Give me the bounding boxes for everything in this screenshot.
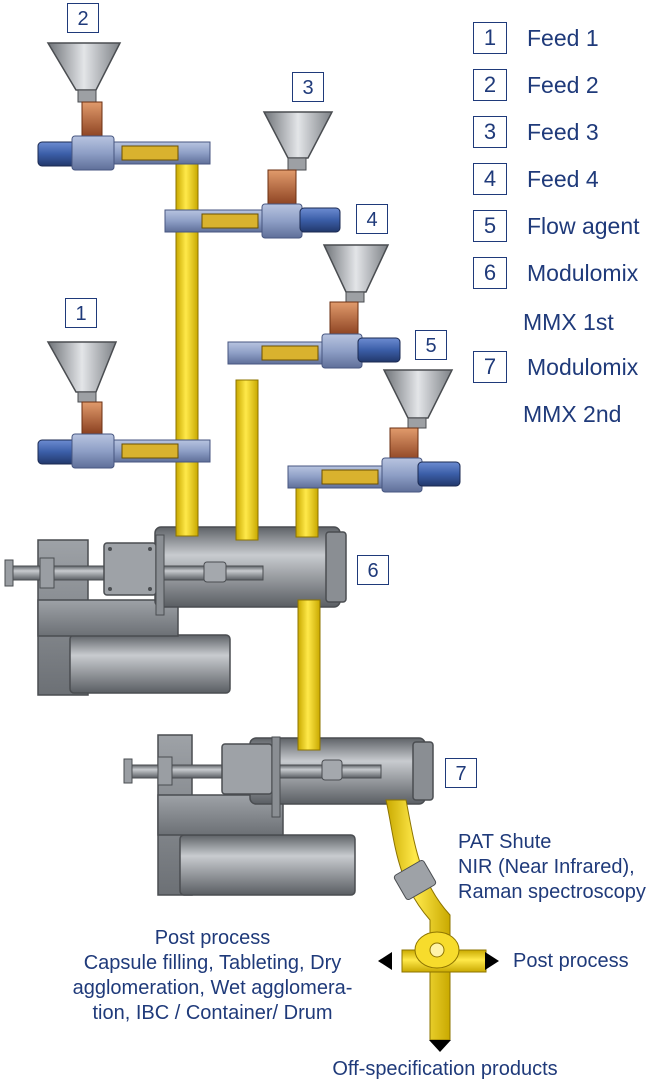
legend-num: 3 <box>473 116 507 148</box>
legend-num: 4 <box>473 163 507 195</box>
callout-4: 4 <box>356 204 388 234</box>
callout-1: 1 <box>65 298 97 328</box>
legend-num: 2 <box>473 69 507 101</box>
legend-item-1: 1 Feed 1 <box>473 21 599 55</box>
feeder-2 <box>37 42 211 171</box>
post-left-line-1: Post process <box>154 927 271 949</box>
feeder-1 <box>37 341 211 469</box>
legend-item-4: 4 Feed 4 <box>473 162 599 196</box>
modulomix-mmx-2nd <box>123 734 434 896</box>
legend-num: 6 <box>473 257 507 289</box>
legend-label: Modulomix <box>527 353 639 380</box>
legend-item-3: 3 Feed 3 <box>473 115 599 149</box>
feeder-5-flow-agent <box>287 369 461 493</box>
arrow-right <box>485 952 499 970</box>
legend-item-5: 5 Flow agent <box>473 209 640 243</box>
pat-line-2: NIR (Near Infrared), <box>458 856 635 878</box>
legend-item-2: 2 Feed 2 <box>473 68 599 102</box>
arrow-left <box>378 952 392 970</box>
feeder-4 <box>227 244 401 369</box>
callout-6: 6 <box>357 555 389 585</box>
pat-line-1: PAT Shute <box>458 831 552 853</box>
legend-label: Feed 1 <box>527 24 599 51</box>
modulomix-mmx-1st <box>4 526 347 696</box>
legend-label: Feed 3 <box>527 118 599 145</box>
legend-num: 7 <box>473 351 507 383</box>
post-process-left-label: Post process Capsule filling, Tableting,… <box>50 926 375 1026</box>
arrow-down <box>429 1040 451 1052</box>
post-left-line-3: agglomeration, Wet agglomera- <box>72 977 353 999</box>
pat-line-3: Raman spectroscopy <box>458 881 646 903</box>
pat-shute-label: PAT Shute NIR (Near Infrared), Raman spe… <box>458 830 646 905</box>
legend-num: 5 <box>473 210 507 242</box>
callout-3: 3 <box>292 72 324 102</box>
legend-sub-7: MMX 2nd <box>523 401 622 427</box>
legend-num: 1 <box>473 22 507 54</box>
legend-label: Flow agent <box>527 212 640 239</box>
post-process-right-label: Post process <box>513 950 629 972</box>
post-left-line-2: Capsule filling, Tableting, Dry <box>83 952 342 974</box>
callout-7: 7 <box>445 758 477 788</box>
off-spec-label: Off-specification products <box>332 1058 558 1080</box>
callout-5: 5 <box>415 330 447 360</box>
legend-sub-6: MMX 1st <box>523 309 614 335</box>
legend-item-7: 7 Modulomix <box>473 350 638 384</box>
legend-label: Feed 4 <box>527 165 599 192</box>
legend-label: Modulomix <box>527 259 639 286</box>
legend-label: Feed 2 <box>527 71 599 98</box>
post-left-line-4: tion, IBC / Container/ Drum <box>92 1002 333 1024</box>
callout-2: 2 <box>67 3 99 33</box>
legend-item-6: 6 Modulomix <box>473 256 638 290</box>
feeder-3 <box>164 111 341 239</box>
